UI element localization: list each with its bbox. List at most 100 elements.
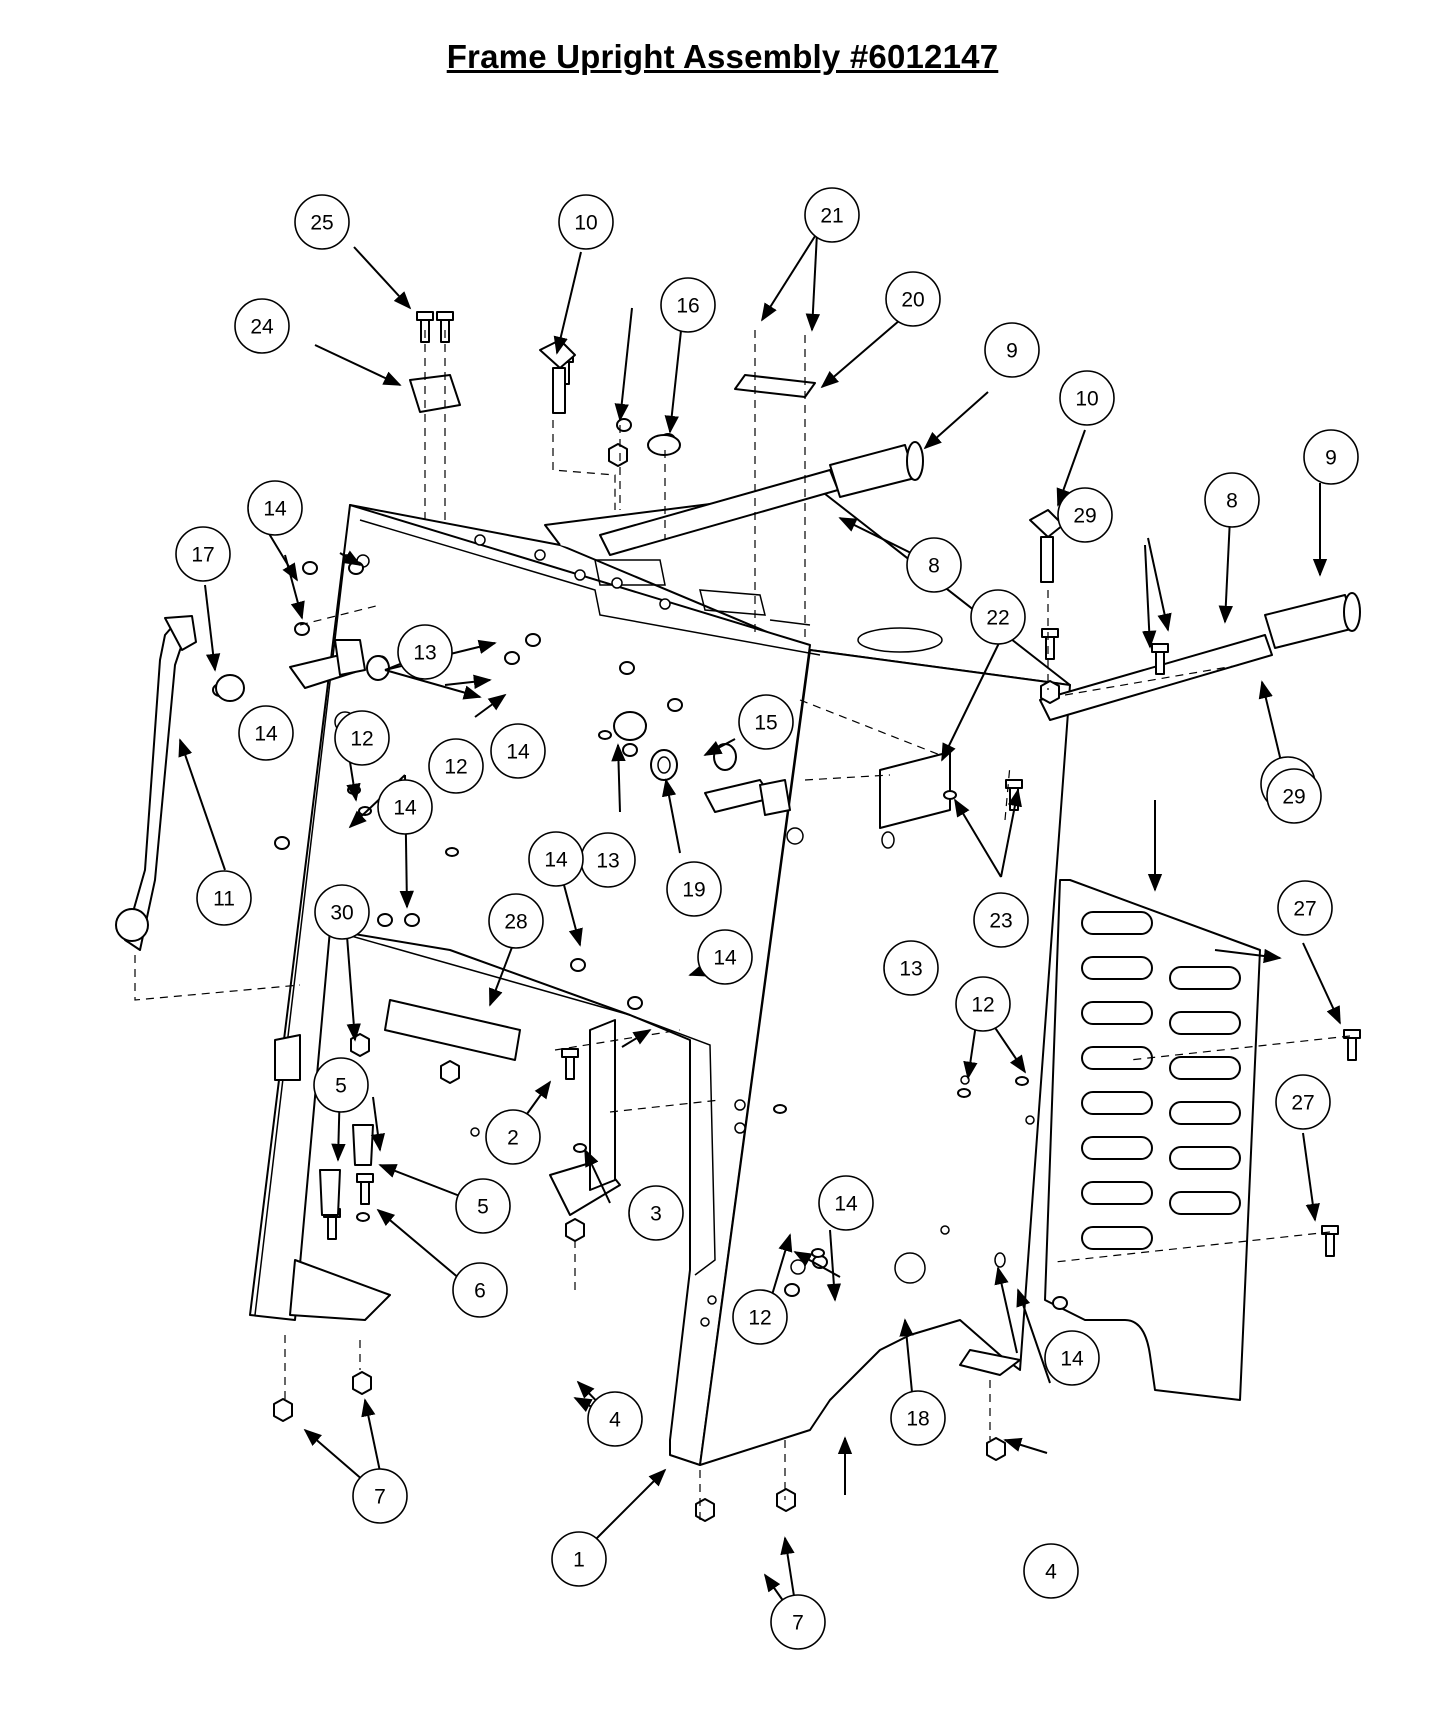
callout-balloon-9: 9 xyxy=(1303,429,1359,485)
callout-balloon-11: 11 xyxy=(196,870,252,926)
callout-number: 14 xyxy=(263,498,287,521)
callout-number: 1 xyxy=(573,1549,585,1572)
callout-balloon-29: 29 xyxy=(1057,487,1113,543)
callout-balloon-10: 10 xyxy=(1059,370,1115,426)
callout-balloon-28: 28 xyxy=(488,893,544,949)
callout-number: 10 xyxy=(574,212,597,235)
callout-balloon-13: 13 xyxy=(397,624,453,680)
handle-bar-part xyxy=(599,441,1361,721)
callout-number: 13 xyxy=(596,850,619,873)
callout-number: 9 xyxy=(1006,340,1018,363)
callout-balloon-14: 14 xyxy=(490,723,546,779)
callout-balloon-13: 13 xyxy=(883,940,939,996)
callout-number: 8 xyxy=(1226,490,1238,513)
callout-number: 4 xyxy=(609,1409,621,1432)
callout-number: 13 xyxy=(413,642,436,665)
callout-balloon-16: 16 xyxy=(660,277,716,333)
callout-number: 28 xyxy=(504,911,527,934)
callout-balloon-18: 18 xyxy=(890,1390,946,1446)
bracket-left-part xyxy=(334,639,366,676)
callout-balloon-24: 24 xyxy=(234,298,290,354)
callout-number: 19 xyxy=(682,879,705,902)
callout-number: 14 xyxy=(713,947,737,970)
callout-balloon-1: 1 xyxy=(551,1531,607,1587)
callout-balloon-14: 14 xyxy=(377,779,433,835)
callout-number: 23 xyxy=(989,910,1012,933)
callout-balloon-14: 14 xyxy=(238,705,294,761)
callout-number: 12 xyxy=(748,1307,771,1330)
callout-number: 29 xyxy=(1282,786,1305,809)
callout-number: 14 xyxy=(544,849,568,872)
callout-number: 27 xyxy=(1293,898,1316,921)
callout-balloon-4: 4 xyxy=(1023,1543,1079,1599)
callout-balloon-2: 2 xyxy=(485,1109,541,1165)
callout-number: 4 xyxy=(1045,1561,1057,1584)
diagram-title: Frame Upright Assembly #6012147 xyxy=(446,38,999,75)
callout-number: 12 xyxy=(444,756,467,779)
callout-number: 14 xyxy=(393,797,417,820)
callout-balloon-3: 3 xyxy=(628,1185,684,1241)
fastener-hardware-group xyxy=(212,311,1361,1522)
callout-number: 17 xyxy=(191,544,214,567)
callout-balloon-10: 10 xyxy=(558,194,614,250)
callout-balloon-4: 4 xyxy=(587,1391,643,1447)
wrench-part xyxy=(115,615,197,951)
callout-balloon-14: 14 xyxy=(247,480,303,536)
callout-balloon-14: 14 xyxy=(697,929,753,985)
callout-number: 22 xyxy=(986,607,1009,630)
callout-number: 12 xyxy=(350,728,373,751)
callout-balloon-27: 27 xyxy=(1277,880,1333,936)
callout-balloon-12: 12 xyxy=(334,710,390,766)
callout-number: 6 xyxy=(474,1280,486,1303)
callout-number: 14 xyxy=(1060,1348,1084,1371)
callout-balloon-12: 12 xyxy=(428,738,484,794)
callout-balloon-25: 25 xyxy=(294,194,350,250)
callout-number: 24 xyxy=(250,316,274,339)
callout-balloon-14: 14 xyxy=(528,831,584,887)
callout-balloon-14: 14 xyxy=(1044,1330,1100,1386)
callout-number: 2 xyxy=(507,1127,519,1150)
callout-balloon-29: 29 xyxy=(1266,768,1322,824)
callout-balloon-17: 17 xyxy=(175,526,231,582)
cover-plate-part xyxy=(879,751,951,829)
callout-number: 13 xyxy=(899,958,922,981)
callout-balloon-9: 9 xyxy=(984,322,1040,378)
callout-balloon-27: 27 xyxy=(1275,1074,1331,1130)
callout-balloon-12: 12 xyxy=(732,1289,788,1345)
callout-balloon-14: 14 xyxy=(818,1175,874,1231)
callout-balloon-20: 20 xyxy=(885,271,941,327)
mounting-bar-part xyxy=(384,999,521,1061)
callout-balloon-23: 23 xyxy=(973,892,1029,948)
callout-balloon-12: 12 xyxy=(955,976,1011,1032)
callout-balloon-8: 8 xyxy=(906,537,962,593)
callout-number: 14 xyxy=(506,741,530,764)
callout-number: 15 xyxy=(754,712,777,735)
bracket-right-part xyxy=(759,779,791,816)
callout-balloon-6: 6 xyxy=(452,1262,508,1318)
knob-bracket-part xyxy=(409,374,461,413)
callout-balloon-5: 5 xyxy=(313,1057,369,1113)
callout-balloon-13: 13 xyxy=(580,832,636,888)
callout-number: 9 xyxy=(1325,447,1337,470)
callout-number: 25 xyxy=(310,212,333,235)
callout-number: 14 xyxy=(834,1193,858,1216)
callout-number: 16 xyxy=(676,295,699,318)
callout-balloon-7: 7 xyxy=(352,1468,408,1524)
callout-number: 29 xyxy=(1073,505,1096,528)
callout-number: 14 xyxy=(254,723,278,746)
callout-number: 27 xyxy=(1291,1092,1314,1115)
callout-balloon-8: 8 xyxy=(1204,472,1260,528)
callout-number: 21 xyxy=(820,205,843,228)
callout-balloon-15: 15 xyxy=(738,694,794,750)
callout-number: 3 xyxy=(650,1203,662,1226)
callout-number: 12 xyxy=(971,994,994,1017)
callout-number: 8 xyxy=(928,555,940,578)
callout-number: 18 xyxy=(906,1408,929,1431)
callout-balloon-30: 30 xyxy=(314,884,370,940)
callout-number: 5 xyxy=(477,1196,489,1219)
channel-upright-part xyxy=(589,1019,616,1191)
callout-balloon-19: 19 xyxy=(666,861,722,917)
callout-number: 30 xyxy=(330,902,353,925)
callout-balloon-5: 5 xyxy=(455,1178,511,1234)
